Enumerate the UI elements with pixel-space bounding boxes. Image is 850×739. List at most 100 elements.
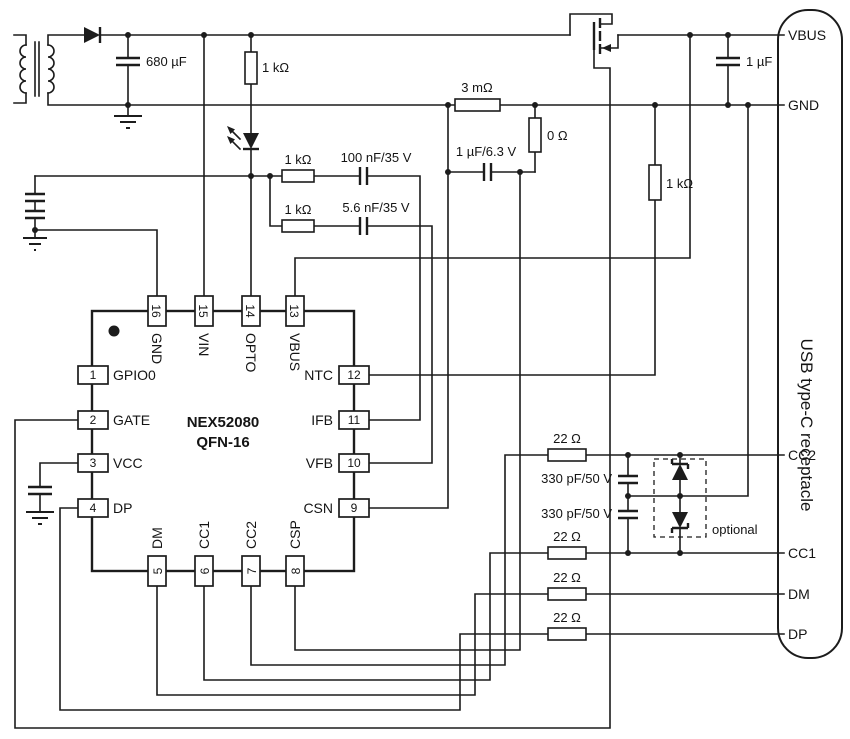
tvs-diode-cc1 bbox=[670, 512, 690, 533]
pin-box-15 bbox=[194, 295, 214, 327]
pin-box-9 bbox=[338, 498, 370, 518]
ground-symbol bbox=[26, 511, 54, 525]
pin-num-11: 11 bbox=[348, 413, 361, 427]
dm-resistor-label: 22 Ω bbox=[553, 570, 581, 585]
pin-box-7 bbox=[241, 555, 261, 587]
pin-box-16 bbox=[147, 295, 167, 327]
pin-name-cc1: CC1 bbox=[196, 521, 212, 549]
transformer-core bbox=[34, 41, 40, 97]
pin-name-cc2: CC2 bbox=[243, 521, 259, 549]
pin-name-vfb: VFB bbox=[306, 455, 333, 471]
pin-num-8: 8 bbox=[289, 567, 303, 574]
wire-vfb bbox=[269, 175, 433, 464]
wire-csn bbox=[368, 104, 449, 509]
vcc-cap bbox=[28, 485, 52, 496]
optional-tvs-box bbox=[653, 458, 707, 538]
cc2-cap bbox=[618, 474, 638, 485]
receptacle-pin-cc1: CC1 bbox=[788, 545, 816, 561]
cc2-cap-label: 330 pF/50 V bbox=[541, 471, 612, 486]
pin-box-5 bbox=[147, 555, 167, 587]
pin-name-dp: DP bbox=[113, 500, 132, 516]
wire-dm bbox=[156, 585, 785, 696]
pin-num-15: 15 bbox=[196, 304, 210, 318]
pin-name-opto: OPTO bbox=[243, 333, 259, 373]
wire-cc-caps bbox=[627, 104, 749, 554]
wire-left-caps bbox=[34, 175, 158, 297]
fb-resistor1 bbox=[281, 169, 315, 183]
pin-box-12 bbox=[338, 365, 370, 385]
dp-resistor-label: 22 Ω bbox=[553, 610, 581, 625]
pin-num-7: 7 bbox=[245, 567, 259, 574]
pin-num-3: 3 bbox=[90, 456, 97, 470]
wire-vcc bbox=[39, 462, 79, 513]
pin-name-csp: CSP bbox=[287, 520, 303, 549]
pin-box-2 bbox=[77, 410, 109, 430]
pin-name-ntc: NTC bbox=[304, 367, 333, 383]
fb-resistor2 bbox=[281, 219, 315, 233]
pin1-marker bbox=[108, 325, 120, 337]
dp-resistor bbox=[547, 627, 587, 641]
cc1-cap bbox=[618, 509, 638, 520]
optional-label: optional bbox=[712, 522, 758, 537]
zero-ohm-label: 0 Ω bbox=[547, 128, 568, 143]
rectifier-diode bbox=[84, 27, 102, 43]
pin-num-10: 10 bbox=[347, 456, 361, 470]
pin-name-csn: CSN bbox=[303, 500, 333, 516]
pin-num-9: 9 bbox=[351, 501, 358, 515]
pin-name-gpio0: GPIO0 bbox=[113, 367, 156, 383]
shunt-resistor bbox=[454, 98, 501, 112]
pin-name-vin: VIN bbox=[196, 333, 212, 356]
receptacle-pin-gnd: GND bbox=[788, 97, 819, 113]
pin-name-gnd: GND bbox=[149, 333, 165, 364]
wire-transformer-leads bbox=[13, 34, 456, 106]
vbus-cap bbox=[716, 56, 740, 67]
receptacle-pin-cc2: CC2 bbox=[788, 447, 816, 463]
pin-name-vcc: VCC bbox=[113, 455, 143, 471]
pin-num-1: 1 bbox=[90, 368, 97, 382]
fb-cap1 bbox=[358, 167, 369, 185]
wire-cc1 bbox=[203, 552, 785, 681]
wire-ifb bbox=[313, 175, 421, 421]
pin-num-6: 6 bbox=[198, 567, 212, 574]
pin-box-8 bbox=[285, 555, 305, 587]
fb-resistor1-label: 1 kΩ bbox=[284, 152, 311, 167]
wire-ntc bbox=[368, 104, 656, 376]
cc2-resistor-label: 22 Ω bbox=[553, 431, 581, 446]
left-cap1 bbox=[25, 192, 45, 203]
pin-num-5: 5 bbox=[151, 567, 165, 574]
pin-name-gate: GATE bbox=[113, 412, 150, 428]
wire-cc2 bbox=[250, 454, 785, 666]
pin-box-4 bbox=[77, 498, 109, 518]
ic-package: QFN-16 bbox=[196, 434, 249, 451]
pin-box-10 bbox=[338, 453, 370, 473]
ground-symbol bbox=[114, 115, 142, 129]
pin-num-4: 4 bbox=[90, 501, 97, 515]
shunt-resistor-label: 3 mΩ bbox=[461, 80, 493, 95]
ic-body bbox=[90, 309, 356, 573]
cc1-cap-label: 330 pF/50 V bbox=[541, 506, 612, 521]
led-emission-arrows bbox=[231, 130, 242, 151]
pin-num-2: 2 bbox=[90, 413, 97, 427]
pin-num-13: 13 bbox=[287, 304, 301, 318]
cc1-resistor bbox=[547, 546, 587, 560]
receptacle-label: USB type-C receptacle bbox=[797, 339, 816, 512]
pin-num-14: 14 bbox=[243, 304, 257, 318]
mosfet-arrow bbox=[602, 44, 611, 52]
receptacle-pin-dp: DP bbox=[788, 626, 807, 642]
sense-filter-cap-label: 1 µF/6.3 V bbox=[456, 144, 517, 159]
junction-dots bbox=[32, 32, 751, 556]
pin-box-13 bbox=[285, 295, 305, 327]
vin-resistor bbox=[244, 51, 258, 85]
ntc-resistor bbox=[648, 164, 662, 201]
receptacle-pin-vbus: VBUS bbox=[788, 27, 826, 43]
sense-filter-cap bbox=[482, 163, 493, 181]
fb-cap1-label: 100 nF/35 V bbox=[341, 150, 412, 165]
wire-dp bbox=[59, 507, 785, 711]
cc1-resistor-label: 22 Ω bbox=[553, 529, 581, 544]
tvs-diode-cc2 bbox=[670, 459, 690, 480]
pin-num-12: 12 bbox=[347, 368, 361, 382]
pin-num-16: 16 bbox=[149, 304, 163, 318]
usb-receptacle-body bbox=[777, 9, 843, 659]
vin-resistor-label: 1 kΩ bbox=[262, 60, 289, 75]
